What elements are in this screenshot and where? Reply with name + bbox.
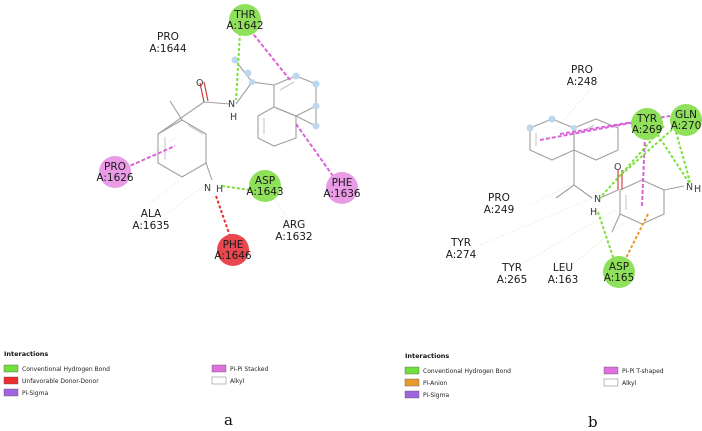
panel-a-legend-hbond: Conventional Hydrogen Bond [22, 366, 110, 373]
panel-a-residue-thr1642: THR A:1642 [226, 4, 264, 36]
panel-b-legend-swatch-alkyl [603, 378, 619, 387]
panel-a-amine-h-label: H [216, 184, 223, 195]
svg-text:A:1643: A:1643 [246, 186, 283, 198]
panel-a-oxygen-label: O [196, 78, 203, 89]
svg-text:A:1646: A:1646 [214, 250, 252, 262]
panel-a-legend-swatch-hbond [3, 364, 19, 373]
panel-b-amine-n-label: N [686, 182, 693, 193]
svg-text:TYR: TYR [450, 237, 471, 249]
svg-text:THR: THR [233, 9, 256, 21]
panel-b-residue-pro249: PRO A:249 [484, 192, 515, 216]
panel-b-legend-swatch-pipit [603, 366, 619, 375]
svg-text:A:269: A:269 [632, 124, 663, 136]
svg-text:LEU: LEU [553, 262, 573, 274]
panel-b-residue-pro248: PRO A:248 [567, 64, 598, 88]
panel-b-residue-tyr274: TYR A:274 [446, 237, 477, 261]
svg-text:ARG: ARG [283, 219, 306, 231]
svg-text:PRO: PRO [157, 31, 179, 43]
panel-b-legend-title: Interactions [405, 352, 449, 360]
panel-b-legend-hbond: Conventional Hydrogen Bond [423, 368, 511, 375]
panel-a-residue-pro1644: PRO A:1644 [149, 31, 187, 55]
panel-a-legend-pipi: Pi-Pi Stacked [230, 366, 268, 373]
panel-a-legend-donor: Unfavorable Donor-Donor [22, 378, 99, 385]
svg-text:A:1635: A:1635 [132, 220, 169, 232]
panel-a-legend-swatch-alkyl [211, 376, 227, 385]
panel-b-amide-h-label: H [590, 207, 597, 218]
svg-text:PRO: PRO [488, 192, 510, 204]
panel-a-legend-swatch-donor [3, 376, 19, 385]
panel-a-diagram: O N H N H THR A:1642 PRO A:1644 PRO A:16… [96, 4, 361, 266]
svg-text:A:248: A:248 [567, 76, 598, 88]
panel-a-caption: a [224, 411, 233, 429]
svg-text:A:249: A:249 [484, 204, 515, 216]
svg-text:PHE: PHE [332, 177, 353, 189]
panel-b-residue-asp165: ASP A:165 [603, 256, 635, 288]
panel-b-legend: Interactions Conventional Hydrogen Bond … [404, 352, 664, 399]
panel-a-legend-pisigma: Pi-Sigma [22, 390, 48, 397]
panel-a-legend-swatch-pisigma [3, 388, 19, 397]
svg-text:A:265: A:265 [497, 274, 528, 286]
panel-b-residue-tyr265: TYR A:265 [497, 262, 528, 286]
svg-text:A:165: A:165 [604, 272, 635, 284]
svg-text:GLN: GLN [675, 109, 697, 121]
panel-b-interactions [539, 115, 691, 261]
panel-b-caption: b [588, 413, 598, 431]
panel-a-residue-asp1643: ASP A:1643 [246, 170, 284, 202]
panel-b-legend-swatch-pianion [404, 378, 420, 387]
panel-b-legend-swatch-pisigma [404, 390, 420, 399]
svg-text:A:1626: A:1626 [96, 172, 134, 184]
svg-text:TYR: TYR [501, 262, 522, 274]
panel-a-interactions [124, 29, 334, 243]
svg-text:ASP: ASP [255, 175, 275, 187]
panel-a-legend: Interactions Conventional Hydrogen Bond … [3, 350, 268, 397]
panel-a-amide-n-label: N [228, 99, 235, 110]
panel-b-oxygen-label: O [614, 162, 621, 173]
panel-b-residue-leu163: LEU A:163 [548, 262, 579, 286]
panel-b-legend-pipit: Pi-Pi T-shaped [622, 368, 664, 375]
svg-text:A:1642: A:1642 [226, 20, 263, 32]
panel-b-ligand-atoms [526, 115, 577, 132]
panel-b-diagram: O N H N H PRO A:248 TYR A:269 [446, 64, 702, 288]
svg-text:TYR: TYR [636, 113, 657, 125]
panel-b-legend-pianion: Pi-Anion [423, 380, 447, 387]
svg-text:A:163: A:163 [548, 274, 579, 286]
panel-a-amine-n-label: N [204, 183, 211, 194]
svg-text:A:1632: A:1632 [275, 231, 312, 243]
panel-b-legend-alkyl: Alkyl [622, 380, 637, 387]
svg-text:PRO: PRO [104, 161, 126, 173]
panel-b-legend-swatch-hbond [404, 366, 420, 375]
svg-text:A:274: A:274 [446, 249, 477, 261]
svg-text:A:1636: A:1636 [323, 188, 361, 200]
panel-a-amide-h-label: H [230, 112, 237, 123]
panel-b-legend-pisigma: Pi-Sigma [423, 392, 449, 399]
panel-b-amide-n-label: N [594, 194, 601, 205]
svg-text:ASP: ASP [609, 261, 629, 273]
panel-a-residue-phe1646: PHE A:1646 [214, 234, 252, 266]
panel-b-amine-h-label: H [694, 184, 701, 195]
panel-a-legend-swatch-pipi [211, 364, 227, 373]
panel-a-ligand-atoms [231, 56, 320, 130]
panel-b-residue-tyr269: TYR A:269 [631, 108, 663, 140]
svg-text:PHE: PHE [223, 239, 244, 251]
svg-text:ALA: ALA [141, 208, 162, 220]
panel-b-residue-gln270: GLN A:270 [670, 104, 702, 136]
svg-text:A:1644: A:1644 [149, 43, 187, 55]
panel-a-legend-alkyl: Alkyl [230, 378, 245, 385]
panel-a-residue-ala1635: ALA A:1635 [132, 208, 169, 232]
svg-text:A:270: A:270 [671, 120, 702, 132]
panel-a-residue-pro1626: PRO A:1626 [96, 156, 134, 188]
panel-a-residue-phe1636: PHE A:1636 [323, 172, 361, 204]
svg-text:PRO: PRO [571, 64, 593, 76]
panel-a-residue-arg1632: ARG A:1632 [275, 219, 312, 243]
panel-a-legend-title: Interactions [4, 350, 48, 358]
